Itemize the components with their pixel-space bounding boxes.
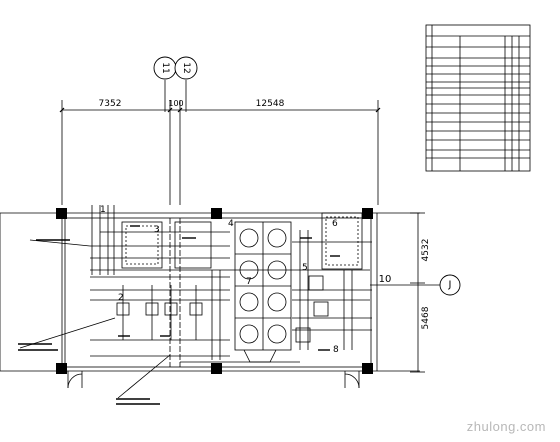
pump-group [90,270,230,360]
dimension-top-mid: 100 [168,99,183,108]
structural-columns [56,208,373,374]
equipment-number-7: 7 [246,277,252,287]
equipment-number-8: 8 [333,345,339,355]
equipment-number-1: 1 [100,205,106,215]
dimension-right-upper: 4532 [421,239,431,262]
watermark: zhulong.com [466,419,546,434]
right-dimension-line [410,212,425,373]
leader-label: 10 [379,274,392,285]
axis-label-left: 11 [160,62,170,73]
dimension-top-right: 12548 [256,99,285,109]
axis-bubble-right [174,56,198,80]
axis-label-right: 12 [181,62,191,73]
equipment-number-4: 4 [228,219,234,229]
axis-bubble-row [439,274,461,296]
equipment-schedule-table [425,24,531,172]
left-equipment-area [90,205,230,367]
right-equipment [292,212,372,350]
central-equipment [234,221,292,363]
equipment-number-3: 3 [154,225,160,235]
top-dimension-line [59,100,381,205]
equipment-number-5: 5 [302,263,308,273]
dimension-right-lower: 5468 [421,306,431,329]
axis-label-row: J [448,280,452,291]
dimension-top-left: 7352 [99,99,122,109]
equipment-number-2: 2 [118,293,124,303]
annotation-marks [18,225,340,405]
equipment-number-6: 6 [332,219,338,229]
